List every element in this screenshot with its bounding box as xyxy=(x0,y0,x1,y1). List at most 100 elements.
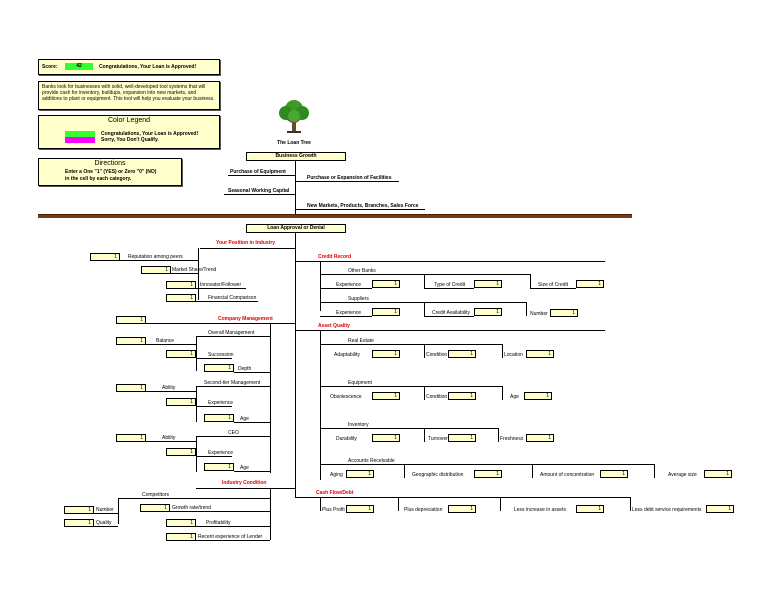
asset-concentration-input[interactable]: 1 xyxy=(600,470,628,478)
cashflow-debt-input[interactable]: 1 xyxy=(706,505,734,513)
industry-quality-input[interactable]: 1 xyxy=(64,519,94,527)
company-balance: Balance xyxy=(156,338,175,344)
asset-geo-input[interactable]: 1 xyxy=(474,470,502,478)
company-overall: Overall Management xyxy=(208,330,255,336)
industry-growth: Growth rate/trend xyxy=(172,505,211,511)
industry-competitors: Competitors xyxy=(142,492,169,498)
asset-turnover: Turnover xyxy=(428,436,448,442)
industry-recent: Recent experience of Lender xyxy=(198,534,263,540)
credit-number-input[interactable]: 1 xyxy=(550,309,578,317)
company-succession-input[interactable]: 1 xyxy=(166,350,196,358)
company-st-ability-input[interactable]: 1 xyxy=(116,384,146,392)
position-item-1: Reputation among peers xyxy=(128,254,183,260)
business-growth-header: Business Growth xyxy=(246,152,346,161)
company-depth-input[interactable]: 1 xyxy=(204,364,234,372)
bg-facilities: Purchase or Expansion of Facilities xyxy=(307,175,392,181)
credit-size: Size of Credit xyxy=(538,282,569,288)
asset-adaptability-input[interactable]: 1 xyxy=(372,350,400,358)
bg-purchase-equipment: Purchase of Equipment xyxy=(230,169,286,175)
position-item-2: Market Share/Trend xyxy=(172,267,217,273)
company-title: Company Management xyxy=(218,316,273,322)
credit-ob-experience: Experience xyxy=(336,282,362,288)
company-balance-input[interactable]: 1 xyxy=(116,337,146,345)
industry-title: Industry Condition xyxy=(222,480,267,486)
company-input[interactable]: 1 xyxy=(116,316,146,324)
cashflow-depreciation-input[interactable]: 1 xyxy=(448,505,476,513)
color-legend-panel: Color Legend Congratulations, Your Loan … xyxy=(38,115,220,149)
company-ceo: CEO xyxy=(228,430,239,436)
cashflow-depreciation: Plus depreciation xyxy=(404,507,443,513)
credit-size-input[interactable]: 1 xyxy=(576,280,604,288)
cashflow-profit: Plus Profit xyxy=(322,507,345,513)
score-label: Score: xyxy=(42,64,58,70)
company-st-age-input[interactable]: 1 xyxy=(204,414,234,422)
intro-text: Banks look for businesses with solid, we… xyxy=(42,84,215,102)
position-input-1[interactable]: 1 xyxy=(90,253,120,261)
cashflow-profit-input[interactable]: 1 xyxy=(346,505,374,513)
cashflow-debt: Less debt service requirements xyxy=(632,507,702,513)
position-item-4: Financial Comparison xyxy=(208,295,257,301)
position-title: Your Position in Industry xyxy=(216,240,276,246)
industry-number-input[interactable]: 1 xyxy=(64,506,94,514)
asset-adaptability: Adaptability xyxy=(334,352,360,358)
bg-working-capital: Seasonal Working Capital xyxy=(228,188,290,194)
company-ceo-ability-input[interactable]: 1 xyxy=(116,434,146,442)
legend-swatch-approved xyxy=(65,131,95,137)
asset-avg-size: Average size xyxy=(668,472,697,478)
intro-panel: Banks look for businesses with solid, we… xyxy=(38,81,220,110)
credit-sup-experience: Experience xyxy=(336,310,362,316)
directions-panel: Directions Enter a One "1" (YES) or Zero… xyxy=(38,158,182,186)
asset-obsolescence: Obsolescence xyxy=(330,394,362,400)
asset-re-condition: Condition xyxy=(426,352,448,358)
cashflow-assets-input[interactable]: 1 xyxy=(576,505,604,513)
asset-concentration: Amount of concentration xyxy=(540,472,595,478)
asset-eq-age-input[interactable]: 1 xyxy=(524,392,552,400)
credit-ob-experience-input[interactable]: 1 xyxy=(372,280,400,288)
company-st-experience: Experience xyxy=(208,400,234,406)
credit-title: Credit Record xyxy=(318,254,352,260)
bg-new-markets: New Markets, Products, Branches, Sales F… xyxy=(307,203,419,209)
score-value[interactable]: 42 xyxy=(65,63,93,70)
legend-label-approved: Congratulations, Your Loan is Approved! xyxy=(101,131,199,137)
position-input-2[interactable]: 1 xyxy=(141,266,171,274)
section-divider xyxy=(38,214,632,218)
asset-eq-age: Age xyxy=(510,394,519,400)
legend-label-denied: Sorry, You Don't Qualify. xyxy=(101,137,159,143)
credit-availability-input[interactable]: 1 xyxy=(474,308,502,316)
tree-title: The Loan Tree xyxy=(277,140,311,146)
asset-re-condition-input[interactable]: 1 xyxy=(448,350,476,358)
asset-obsolescence-input[interactable]: 1 xyxy=(372,392,400,400)
company-ceo-age-input[interactable]: 1 xyxy=(204,463,234,471)
industry-recent-input[interactable]: 1 xyxy=(166,533,196,541)
cashflow-title: Cash Flow/Debt xyxy=(316,490,354,496)
asset-location-input[interactable]: 1 xyxy=(526,350,554,358)
asset-durability-input[interactable]: 1 xyxy=(372,434,400,442)
asset-freshness: Freshness xyxy=(500,436,524,442)
company-st-age: Age xyxy=(240,416,249,422)
position-input-3[interactable]: 1 xyxy=(166,281,196,289)
credit-availability: Credit Availability xyxy=(432,310,470,316)
credit-suppliers: Suppliers xyxy=(348,296,369,302)
industry-profit-input[interactable]: 1 xyxy=(166,519,196,527)
asset-eq-condition: Condition xyxy=(426,394,448,400)
industry-number: Number xyxy=(96,507,114,513)
cashflow-assets: Less increase in assets xyxy=(514,507,566,513)
credit-sup-experience-input[interactable]: 1 xyxy=(372,308,400,316)
position-item-3: Innovator/Follower xyxy=(200,282,242,288)
asset-inventory: Inventory xyxy=(348,422,369,428)
company-ceo-experience-input[interactable]: 1 xyxy=(166,448,196,456)
position-input-4[interactable]: 1 xyxy=(166,294,196,302)
asset-ar: Accounts Receivable xyxy=(348,458,395,464)
asset-aging-input[interactable]: 1 xyxy=(346,470,374,478)
company-st-experience-input[interactable]: 1 xyxy=(166,398,196,406)
asset-freshness-input[interactable]: 1 xyxy=(526,434,554,442)
asset-eq-condition-input[interactable]: 1 xyxy=(448,392,476,400)
asset-avg-size-input[interactable]: 1 xyxy=(704,470,732,478)
asset-location: Location xyxy=(504,352,523,358)
credit-type: Type of Credit xyxy=(434,282,466,288)
industry-quality: Quality xyxy=(96,520,112,526)
asset-turnover-input[interactable]: 1 xyxy=(448,434,476,442)
legend-title: Color Legend xyxy=(107,117,151,124)
industry-growth-input[interactable]: 1 xyxy=(140,504,170,512)
credit-type-input[interactable]: 1 xyxy=(474,280,502,288)
